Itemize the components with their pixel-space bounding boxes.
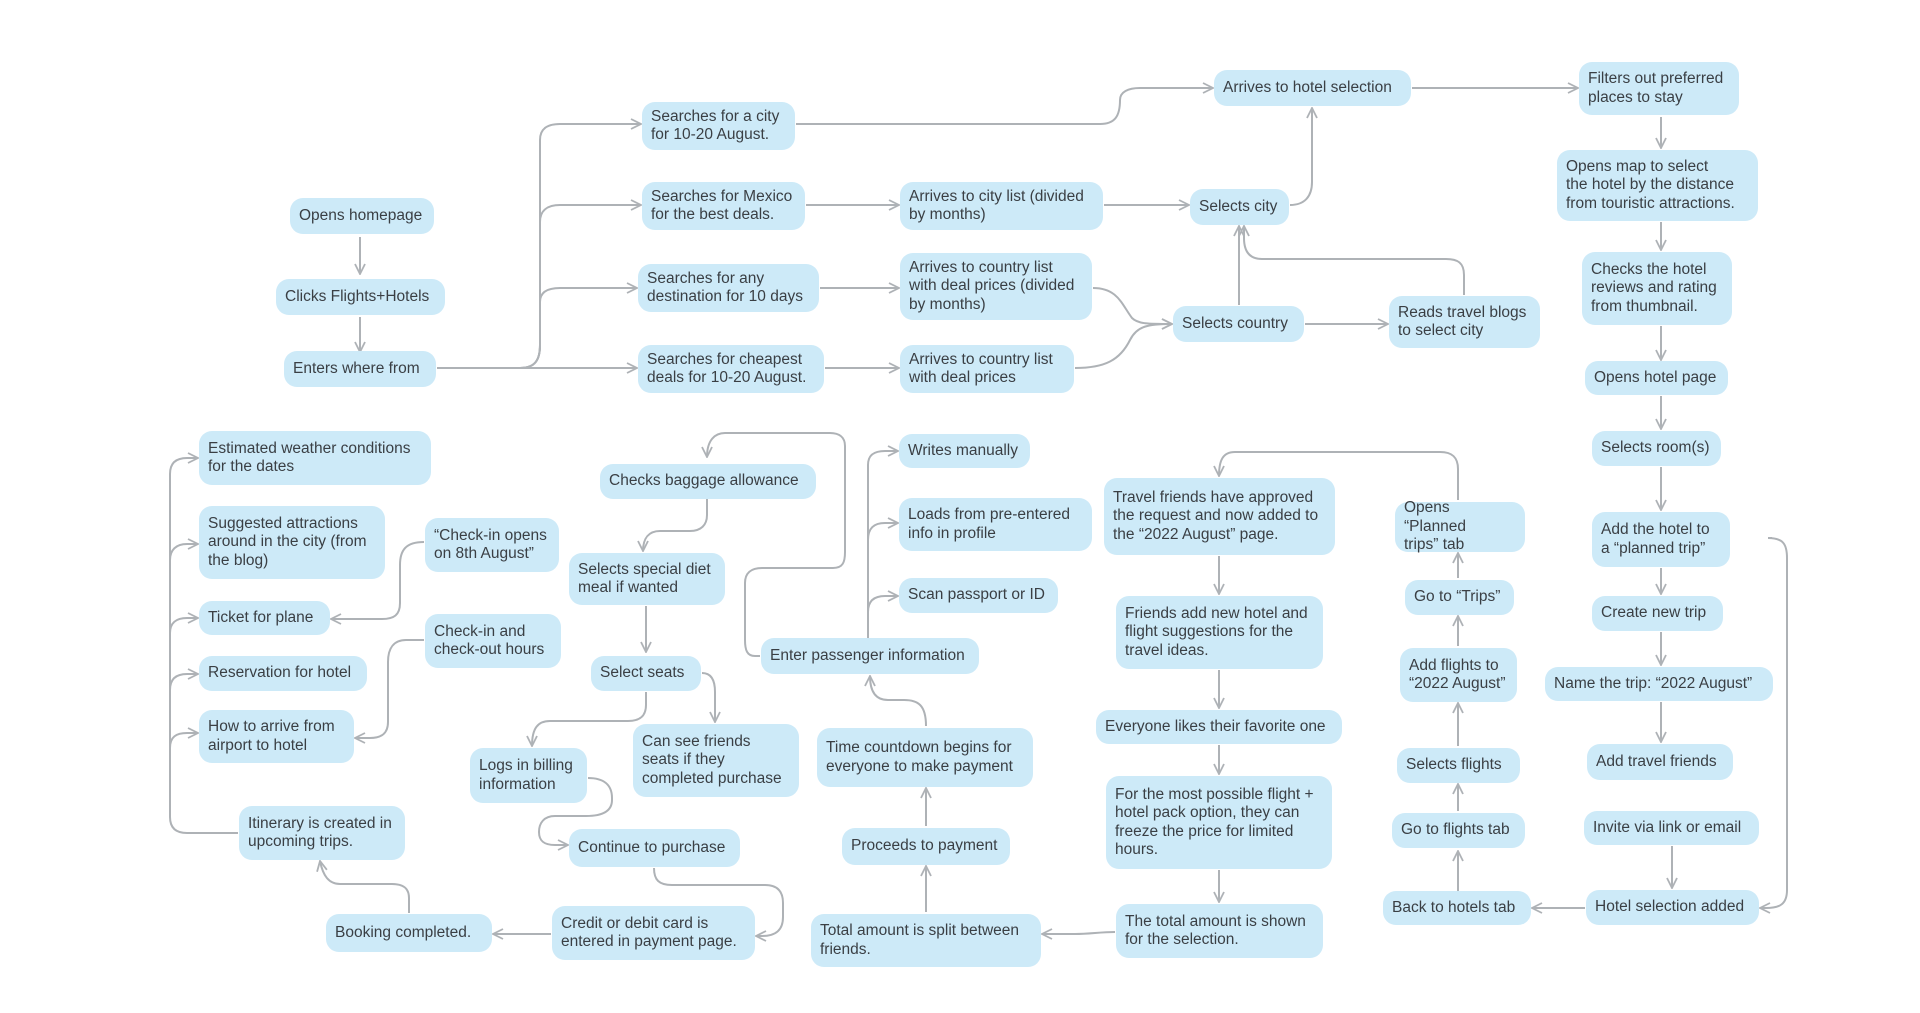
node-scan-passport: Scan passport or ID bbox=[899, 578, 1058, 613]
node-card-entered: Credit or debit card is entered in payme… bbox=[552, 906, 755, 960]
node-checks-reviews: Checks the hotel reviews and rating from… bbox=[1582, 252, 1732, 325]
node-selects-city: Selects city bbox=[1190, 189, 1289, 225]
node-search-any-destination: Searches for any destination for 10 days bbox=[638, 264, 819, 312]
node-writes-manually: Writes manually bbox=[899, 434, 1030, 468]
edge-itinerary-to-attractions bbox=[169, 544, 198, 561]
node-reservation-for-hotel: Reservation for hotel bbox=[199, 656, 367, 691]
node-continue-to-purchase: Continue to purchase bbox=[569, 829, 740, 867]
node-country-list-divided: Arrives to country list with deal prices… bbox=[900, 253, 1092, 320]
node-search-mexico: Searches for Mexico for the best deals. bbox=[642, 182, 805, 230]
node-loads-from-profile: Loads from pre-entered info in profile bbox=[899, 498, 1092, 551]
node-total-split: Total amount is split between friends. bbox=[811, 914, 1041, 967]
edge-itinerary-to-ticket bbox=[169, 618, 198, 634]
node-opens-map: Opens map to select the hotel by the dis… bbox=[1557, 150, 1758, 221]
node-add-to-planned-trip: Add the hotel to a “planned trip” bbox=[1592, 512, 1730, 567]
node-opens-planned-trips: Opens “Planned trips” tab bbox=[1395, 499, 1525, 553]
edge-enter-passenger-to-loads bbox=[867, 523, 898, 541]
edge-where-from-to-search-mexico bbox=[519, 205, 641, 369]
node-booking-completed: Booking completed. bbox=[326, 914, 492, 952]
edge-itinerary-to-arrive bbox=[169, 733, 198, 749]
node-how-to-arrive: How to arrive from airport to hotel bbox=[199, 710, 354, 763]
node-opens-homepage: Opens homepage bbox=[290, 198, 434, 234]
edge-booking-to-itinerary bbox=[320, 861, 410, 913]
node-city-list: Arrives to city list (divided by months) bbox=[900, 182, 1103, 230]
edge-country-list-to-selects-country bbox=[1074, 324, 1172, 369]
node-itinerary-created: Itinerary is created in upcoming trips. bbox=[239, 806, 405, 860]
node-everyone-likes: Everyone likes their favorite one bbox=[1096, 710, 1342, 744]
node-filters-places: Filters out preferred places to stay bbox=[1579, 62, 1739, 115]
node-select-seats: Select seats bbox=[591, 656, 701, 691]
node-friends-add-suggestions: Friends add new hotel and flight suggest… bbox=[1116, 596, 1323, 669]
node-checkin-hours: Check-in and check-out hours bbox=[425, 614, 561, 668]
node-back-to-hotels-tab: Back to hotels tab bbox=[1383, 891, 1531, 925]
node-opens-hotel-page: Opens hotel page bbox=[1585, 361, 1728, 395]
node-add-flights: Add flights to “2022 August” bbox=[1400, 648, 1517, 702]
node-weather-conditions: Estimated weather conditions for the dat… bbox=[199, 431, 431, 485]
node-friends-approved: Travel friends have approved the request… bbox=[1104, 478, 1335, 555]
edge-select-seats-to-friends-seats bbox=[701, 672, 715, 722]
node-clicks-flights-hotels: Clicks Flights+Hotels bbox=[276, 279, 445, 315]
node-selects-flights: Selects flights bbox=[1397, 748, 1520, 783]
edge-baggage-to-special-diet bbox=[643, 490, 708, 551]
edge-planned-trip-to-selection-added bbox=[1760, 537, 1788, 908]
node-go-to-flights-tab: Go to flights tab bbox=[1392, 813, 1525, 848]
edge-where-from-to-search-city bbox=[437, 124, 641, 369]
node-selects-rooms: Selects room(s) bbox=[1592, 431, 1721, 466]
node-checkin-opens: “Check-in opens on 8th August” bbox=[425, 518, 559, 572]
node-search-city: Searches for a city for 10-20 August. bbox=[642, 102, 795, 150]
node-special-diet: Selects special diet meal if wanted bbox=[569, 553, 725, 605]
node-enter-passenger-info: Enter passenger information bbox=[761, 638, 979, 674]
node-selects-country: Selects country bbox=[1173, 306, 1304, 342]
node-proceeds-to-payment: Proceeds to payment bbox=[842, 828, 1010, 865]
node-checks-baggage: Checks baggage allowance bbox=[600, 464, 816, 499]
node-friends-seats: Can see friends seats if they completed … bbox=[633, 724, 799, 797]
node-search-cheapest: Searches for cheapest deals for 10-20 Au… bbox=[638, 345, 824, 393]
node-enters-where-from: Enters where from bbox=[284, 351, 436, 387]
node-add-travel-friends: Add travel friends bbox=[1587, 744, 1733, 780]
node-arrives-hotel-selection: Arrives to hotel selection bbox=[1214, 70, 1411, 106]
edge-country-list-divided-to-selects-country bbox=[1092, 287, 1172, 324]
edge-enter-passenger-to-scan bbox=[867, 596, 898, 613]
node-freeze-price: For the most possible flight + hotel pac… bbox=[1106, 776, 1332, 869]
node-countdown: Time countdown begins for everyone to ma… bbox=[817, 728, 1033, 787]
node-invite-via-link: Invite via link or email bbox=[1584, 811, 1759, 845]
edge-selects-city-to-hotel-selection bbox=[1289, 108, 1312, 206]
node-go-to-trips: Go to “Trips” bbox=[1405, 580, 1514, 615]
node-ticket-for-plane: Ticket for plane bbox=[199, 601, 330, 635]
node-billing-info: Logs in billing information bbox=[470, 748, 587, 803]
node-suggested-attractions: Suggested attractions around in the city… bbox=[199, 506, 385, 579]
edge-reads-blogs-to-selects-city bbox=[1244, 226, 1465, 295]
edge-select-seats-to-billing bbox=[532, 692, 647, 746]
edge-where-from-to-search-any bbox=[519, 288, 637, 369]
edge-countdown-to-enter-passenger bbox=[870, 676, 927, 727]
node-reads-travel-blogs: Reads travel blogs to select city bbox=[1389, 296, 1540, 348]
node-name-the-trip: Name the trip: “2022 August” bbox=[1545, 667, 1773, 701]
edge-enter-passenger-to-writes bbox=[867, 451, 898, 640]
node-create-new-trip: Create new trip bbox=[1592, 596, 1723, 631]
edge-checkin-hours-to-arrive bbox=[355, 639, 424, 738]
edge-itinerary-to-reservation bbox=[169, 674, 198, 691]
edge-search-city-to-hotel-selection bbox=[796, 88, 1213, 125]
node-hotel-selection-added: Hotel selection added bbox=[1586, 890, 1759, 925]
edge-total-shown-to-split bbox=[1042, 932, 1116, 934]
node-total-shown: The total amount is shown for the select… bbox=[1116, 904, 1323, 958]
node-country-list: Arrives to country list with deal prices bbox=[900, 345, 1074, 393]
